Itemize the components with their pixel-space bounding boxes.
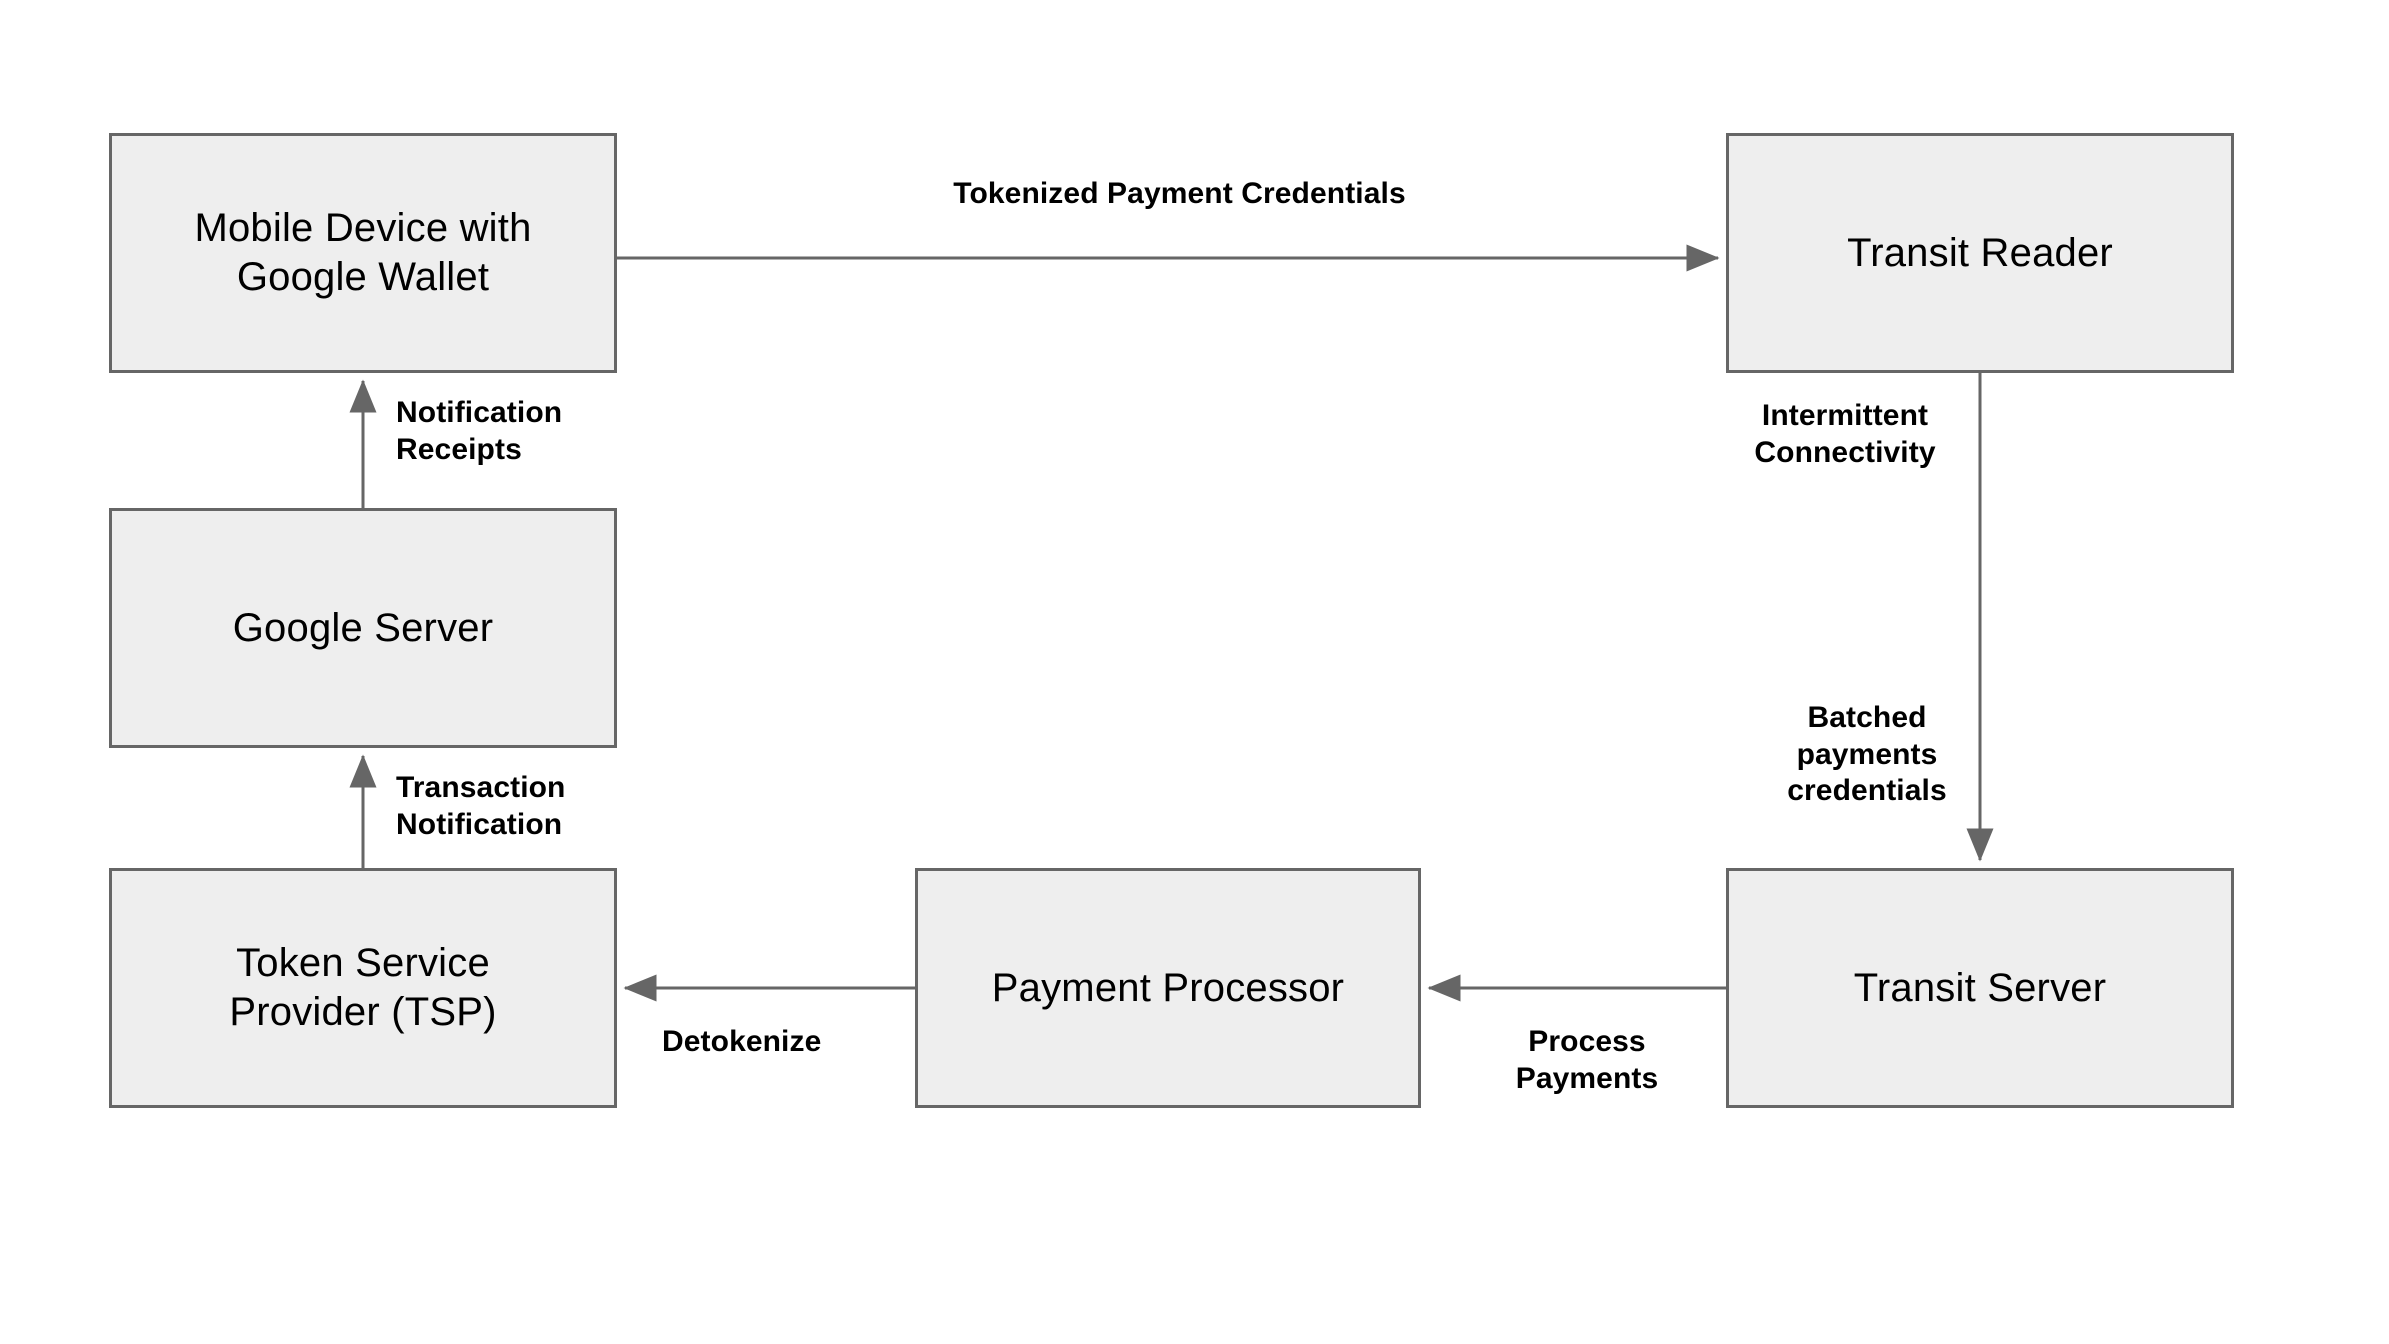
node-mobile-device-label: Mobile Device with Google Wallet [194, 206, 532, 299]
edge-label-tokenized-payment-credentials: Tokenized Payment Credentials [953, 177, 1406, 210]
node-payment-processor-label: Payment Processor [991, 965, 1345, 1010]
node-transit-server[interactable]: Transit Server [1726, 868, 2234, 1108]
edge-label-batched-payments-credentials: Batched payments credentials [1787, 701, 1947, 808]
edge-label-detokenize: Detokenize [662, 1025, 822, 1058]
node-token-service-provider-label: Token Service Provider (TSP) [229, 941, 497, 1034]
edge-label-intermittent-connectivity: Intermittent Connectivity [1754, 399, 1936, 469]
node-payment-processor[interactable]: Payment Processor [915, 868, 1421, 1108]
node-transit-reader-label: Transit Reader [1847, 230, 2113, 275]
node-token-service-provider[interactable]: Token Service Provider (TSP) [109, 868, 617, 1108]
edge-label-notification-receipts: Notification Receipts [396, 396, 563, 466]
node-google-server-label: Google Server [232, 605, 494, 650]
edge-label-process-payments: Process Payments [1515, 1025, 1659, 1095]
node-google-server[interactable]: Google Server [109, 508, 617, 748]
node-transit-server-label: Transit Server [1853, 965, 2107, 1010]
node-mobile-device[interactable]: Mobile Device with Google Wallet [109, 133, 617, 373]
node-transit-reader[interactable]: Transit Reader [1726, 133, 2234, 373]
edge-label-transaction-notification: Transaction Notification [396, 771, 566, 841]
